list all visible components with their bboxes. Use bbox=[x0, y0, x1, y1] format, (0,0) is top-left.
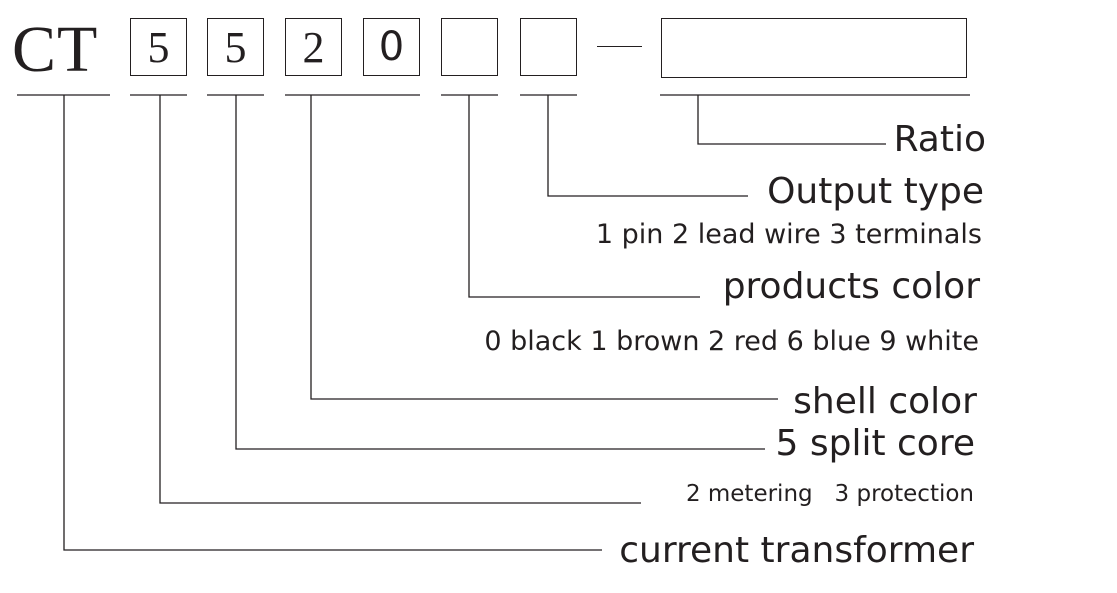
leader-ratio bbox=[697, 95, 886, 145]
code-box-2: 5 bbox=[207, 18, 264, 76]
code-box-6 bbox=[520, 18, 577, 76]
label-color-options: 0 black 1 brown 2 red 6 blue 9 white bbox=[484, 326, 979, 357]
label-shell-color: shell color bbox=[793, 381, 977, 422]
code-separator-dash bbox=[597, 46, 642, 48]
leader-products-color bbox=[468, 95, 700, 298]
leader-core-options bbox=[159, 95, 641, 504]
leader-split-core bbox=[235, 95, 765, 450]
code-box-4: 0 bbox=[363, 18, 420, 76]
model-prefix: CT bbox=[12, 13, 99, 86]
code-box-3: 2 bbox=[285, 18, 342, 76]
leader-shell-color bbox=[310, 95, 778, 400]
label-output-type-options: 1 pin 2 lead wire 3 terminals bbox=[595, 219, 982, 250]
label-products-color: products color bbox=[722, 266, 980, 307]
leader-output-type bbox=[547, 95, 748, 197]
leader-current-transformer bbox=[63, 95, 602, 551]
ratio-box bbox=[661, 18, 967, 78]
label-ratio: Ratio bbox=[893, 119, 986, 160]
label-current-transformer: current transformer bbox=[619, 530, 974, 571]
label-output-type: Output type bbox=[767, 171, 984, 212]
label-core-options: 2 metering 3 protection bbox=[685, 481, 974, 507]
code-box-5 bbox=[441, 18, 498, 76]
code-box-1: 5 bbox=[130, 18, 187, 76]
label-split-core: 5 split core bbox=[775, 423, 976, 464]
